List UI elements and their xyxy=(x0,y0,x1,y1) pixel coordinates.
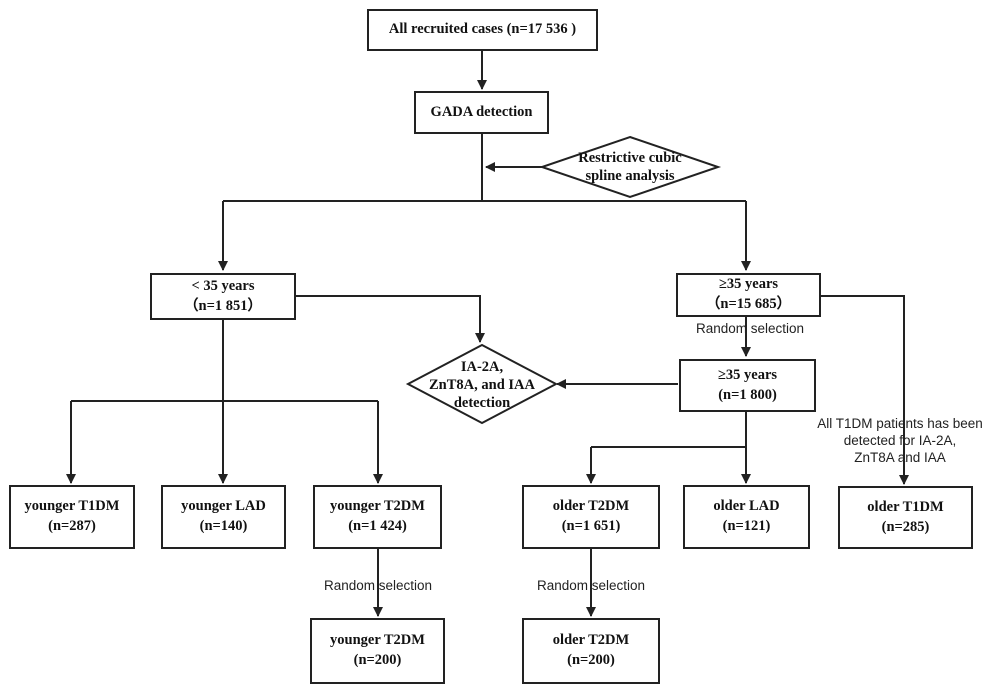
younger-t1dm-box: younger T1DM (n=287) xyxy=(9,485,135,549)
younger-t1dm-count: (n=287) xyxy=(48,518,96,534)
all-cases-label: All recruited cases (n=17 536 ) xyxy=(388,21,577,38)
gada-label: GADA detection xyxy=(430,103,533,120)
older-lad-label: older LAD xyxy=(713,498,780,515)
t1dm-note-line-2: detected for IA-2A, xyxy=(843,432,957,448)
younger-t2dm-selected-box: younger T2DM (n=200) xyxy=(310,618,445,684)
older-t2dm-count: (n=1 651) xyxy=(561,518,621,534)
younger-t1dm-label: younger T1DM xyxy=(24,498,120,515)
arrow-over35-to-older-t1dm xyxy=(820,295,909,485)
older-t2dm-selected-count: (n=200) xyxy=(567,652,615,668)
over35-selection-count: (n=1 800) xyxy=(718,386,777,403)
rcs-text: Restrictive cubic spline analysis xyxy=(560,143,700,191)
older-t2dm-box: older T2DM (n=1 651) xyxy=(522,485,660,549)
over35-count: （n=15 685） xyxy=(705,296,792,312)
under35-count: （n=1 851） xyxy=(184,297,262,314)
under35-label: < 35 years xyxy=(191,277,255,294)
random-selection-top: Random selection xyxy=(695,321,805,336)
random-selection-older: Random selection xyxy=(536,578,646,593)
older-t2dm-selected-box: older T2DM (n=200) xyxy=(522,618,660,684)
ia2a-line-2: ZnT8A, and IAA xyxy=(429,376,535,393)
rcs-diamond xyxy=(538,135,722,199)
t1dm-note-line-1: All T1DM patients has been xyxy=(817,416,983,431)
younger-lad-box: younger LAD (n=140) xyxy=(161,485,286,549)
older-lad-box: older LAD (n=121) xyxy=(683,485,810,549)
older-lad-count: (n=121) xyxy=(722,518,771,534)
older-t2dm-label: older T2DM xyxy=(552,498,630,515)
ia2a-diamond xyxy=(405,343,559,425)
younger-t2dm-label: younger T2DM xyxy=(330,498,425,515)
gada-box: GADA detection xyxy=(414,91,549,134)
older-t1dm-label: older T1DM xyxy=(867,498,944,515)
ia2a-text: IA-2A, ZnT8A, and IAA detection xyxy=(418,359,546,411)
random-selection-younger: Random selection xyxy=(323,578,433,593)
ia2a-line-1: IA-2A, xyxy=(460,358,504,375)
younger-lad-count: (n=140) xyxy=(199,518,248,534)
older-t2dm-selected-label: older T2DM xyxy=(552,632,630,649)
all-cases-box: All recruited cases (n=17 536 ) xyxy=(367,9,598,51)
arrow-under35-to-ia2a xyxy=(295,295,485,343)
t1dm-detected-note: All T1DM patients has been detected for … xyxy=(810,416,990,467)
younger-lad-label: younger LAD xyxy=(181,498,266,515)
younger-t2dm-count: (n=1 424) xyxy=(348,518,407,534)
younger-t2dm-selected-label: younger T2DM xyxy=(330,632,425,649)
rcs-line-1: Restrictive cubic xyxy=(578,149,682,166)
under35-box: < 35 years （n=1 851） xyxy=(150,273,296,320)
over35-label: ≥35 years xyxy=(718,276,779,293)
younger-t2dm-selected-count: (n=200) xyxy=(353,652,402,668)
older-t1dm-box: older T1DM (n=285) xyxy=(838,486,973,549)
t1dm-note-line-3: ZnT8A and IAA xyxy=(854,449,946,465)
over35-selection-label: ≥35 years xyxy=(717,366,778,383)
ia2a-line-3: detection xyxy=(453,395,511,412)
over35-box: ≥35 years （n=15 685） xyxy=(676,273,821,317)
older-t1dm-count: (n=285) xyxy=(881,518,930,535)
rcs-line-2: spline analysis xyxy=(585,168,675,184)
younger-t2dm-box: younger T2DM (n=1 424) xyxy=(313,485,442,549)
over35-selection-box: ≥35 years (n=1 800) xyxy=(679,359,816,412)
